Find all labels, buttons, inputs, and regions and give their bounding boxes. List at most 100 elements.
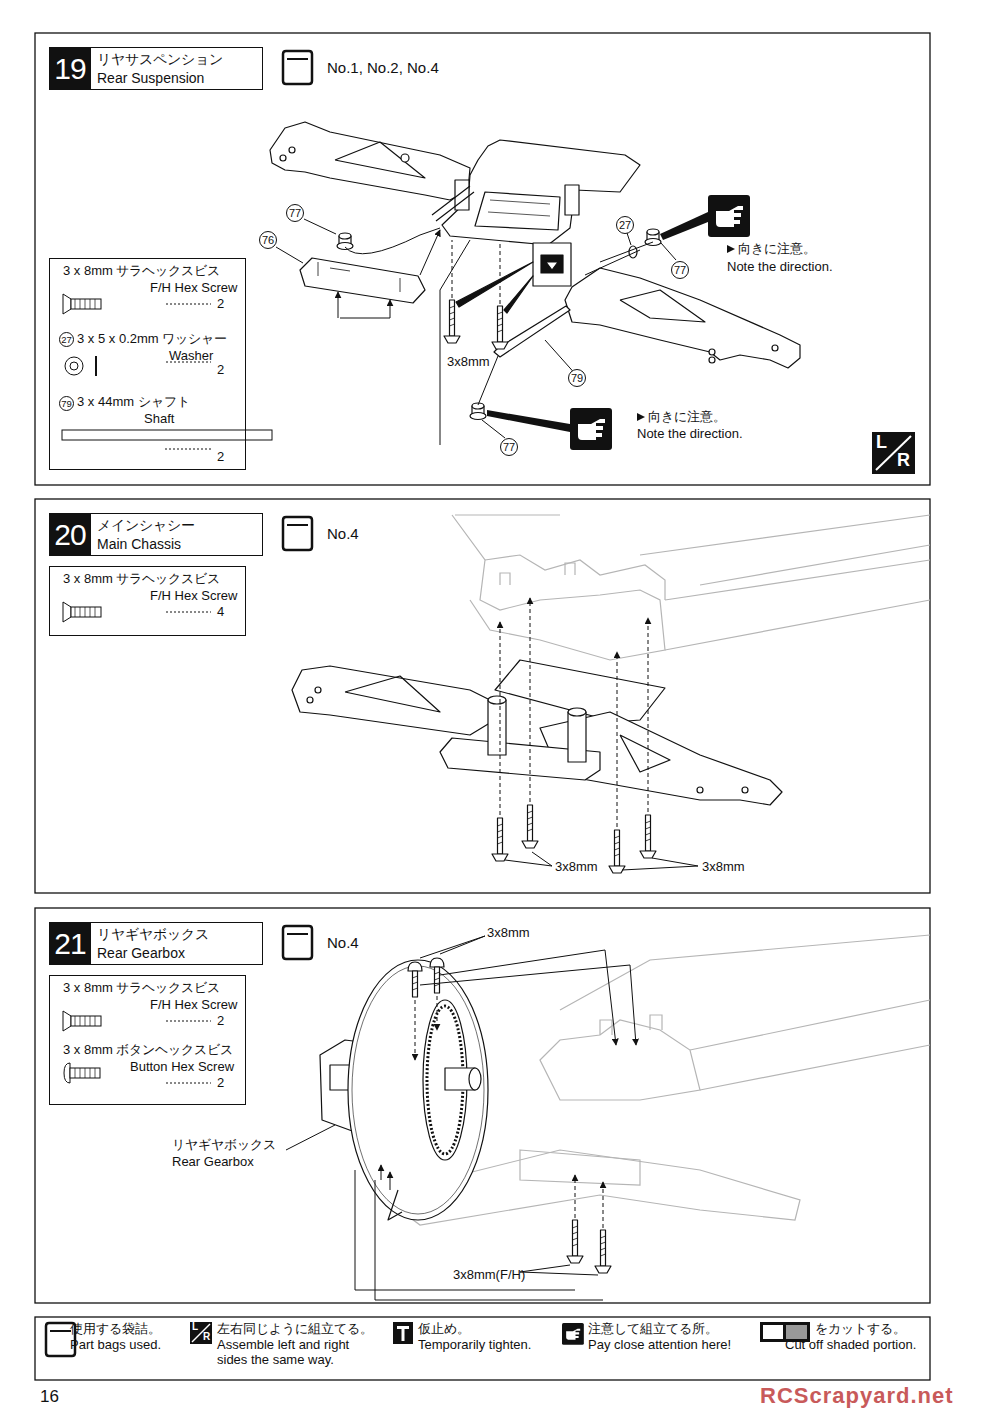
drawing-use	[522, 805, 538, 848]
rear-gearbox-guides	[286, 936, 636, 1300]
part-text: Rear Suspension	[97, 70, 204, 86]
drawing-polygon	[660, 212, 708, 240]
drawing-polyline	[620, 735, 670, 772]
drawing-polygon	[495, 660, 665, 722]
drawing-path	[420, 230, 440, 275]
drawing-circle	[289, 147, 295, 153]
drawing-circle	[709, 349, 715, 355]
legend-text: 注意して組立てる所。	[588, 1322, 718, 1337]
drawing-rect	[488, 700, 506, 755]
caution-note: 向きに注意。	[738, 242, 816, 257]
part-text: Shaft	[144, 412, 174, 427]
part-name: Rear Gearbox	[172, 1155, 254, 1170]
screw-size: 3x8mm	[702, 860, 745, 875]
drawing-path	[75, 1068, 95, 1078]
drawing-rect	[35, 33, 930, 485]
drawing-path	[390, 300, 391, 318]
drawing-use	[408, 962, 422, 997]
drawing-path	[432, 186, 474, 221]
drawing-path	[622, 858, 698, 870]
drawing-circle	[65, 357, 83, 375]
drawing-rect	[330, 1065, 350, 1090]
part-text: 3 x 8mm サラヘックスビス	[63, 981, 220, 996]
drawing-path	[375, 1180, 603, 1300]
drawing-use	[609, 830, 625, 873]
callout-number: 79	[568, 369, 586, 387]
legend-text: をカットする。	[815, 1322, 906, 1337]
drawing-path	[355, 1170, 575, 1290]
drawing-rect	[786, 1325, 807, 1339]
drawing-path	[485, 555, 665, 600]
drawing-rect	[763, 1325, 783, 1339]
legend-text: 使用する袋詰。	[70, 1322, 161, 1337]
drawing-polyline	[345, 676, 440, 712]
drawing-path	[600, 242, 653, 262]
rear-arm-assembly	[292, 660, 782, 873]
drawing-path	[452, 515, 665, 660]
drawing-rect	[872, 432, 915, 474]
panel-frames	[35, 33, 930, 1380]
part-text: Button Hex Screw	[130, 1060, 234, 1075]
drawing-path	[541, 255, 563, 273]
caution-note: Note the direction.	[637, 427, 743, 442]
drawing-use	[492, 306, 508, 349]
drawing-path	[603, 1182, 604, 1228]
drawing-circle	[280, 155, 286, 161]
part-number: 79	[59, 396, 74, 411]
drawing-rect	[62, 430, 272, 440]
step-title-box: リヤサスペンションRear Suspension19	[49, 47, 263, 90]
drawing-use	[567, 1220, 583, 1263]
drawing-polygon	[456, 262, 533, 307]
callout-number: 77	[286, 204, 304, 222]
step-number-text: 20	[49, 513, 91, 556]
drawing-use	[595, 1230, 611, 1273]
lr-icon-letter: L	[876, 433, 887, 451]
screw-size: 3x8mm	[555, 860, 598, 875]
caution-note: Note the direction.	[727, 260, 833, 275]
drawing-path	[585, 250, 640, 275]
drawing-ellipse	[348, 960, 488, 1220]
part-text: リヤギヤボックス	[97, 926, 209, 942]
drawing-use	[444, 300, 460, 343]
drawing-polygon	[504, 276, 533, 313]
drawing-path	[627, 233, 631, 245]
legend-text: 仮止め。	[418, 1322, 470, 1337]
rear-suspension-illustration	[270, 122, 800, 420]
drawing-g	[562, 1323, 584, 1345]
lr-icon-letter: L	[192, 1322, 198, 1332]
legend-text: Assemble left and right sides the same w…	[217, 1338, 377, 1368]
drawing-path	[500, 244, 501, 304]
drawing-polygon	[292, 666, 500, 735]
drawing-path	[75, 299, 95, 309]
part-number: 27	[59, 332, 74, 347]
drawing-path	[661, 243, 676, 260]
main-chassis-guides	[500, 598, 698, 870]
drawing-path	[286, 1125, 335, 1150]
part-text: 4	[217, 605, 224, 620]
part-text: 2	[217, 297, 224, 312]
drawing-path	[64, 1063, 70, 1083]
step-number-text: 19	[49, 47, 91, 90]
drawing-rect	[71, 607, 101, 617]
drawing-path	[500, 622, 501, 815]
part-text: F/H Hex Screw	[150, 998, 237, 1013]
bag-number: No.1, No.2, No.4	[327, 59, 439, 76]
step-number: 20	[49, 513, 91, 556]
legend-text: Cut off shaded portion.	[785, 1338, 916, 1353]
drawing-polyline	[335, 142, 425, 178]
drawing-use	[283, 517, 312, 550]
callout-number: 77	[500, 438, 518, 456]
drawing-rect	[70, 1068, 100, 1078]
main-chassis-outline	[452, 515, 930, 660]
drawing-path	[455, 514, 560, 515]
legend-text: Pay close attention here!	[588, 1338, 731, 1353]
parts-list-box: 3 x 8mm サラヘックスビスF/H Hex Screw2273 x 5 x …	[49, 258, 246, 470]
drawing-circle	[401, 154, 409, 162]
drawing-path	[276, 247, 303, 263]
drawing-path	[75, 1016, 95, 1026]
drawing-path	[452, 240, 453, 298]
drawing-use	[570, 408, 612, 450]
drawing-path	[338, 292, 339, 318]
drawing-path	[540, 1020, 700, 1100]
drawing-path	[318, 262, 400, 292]
